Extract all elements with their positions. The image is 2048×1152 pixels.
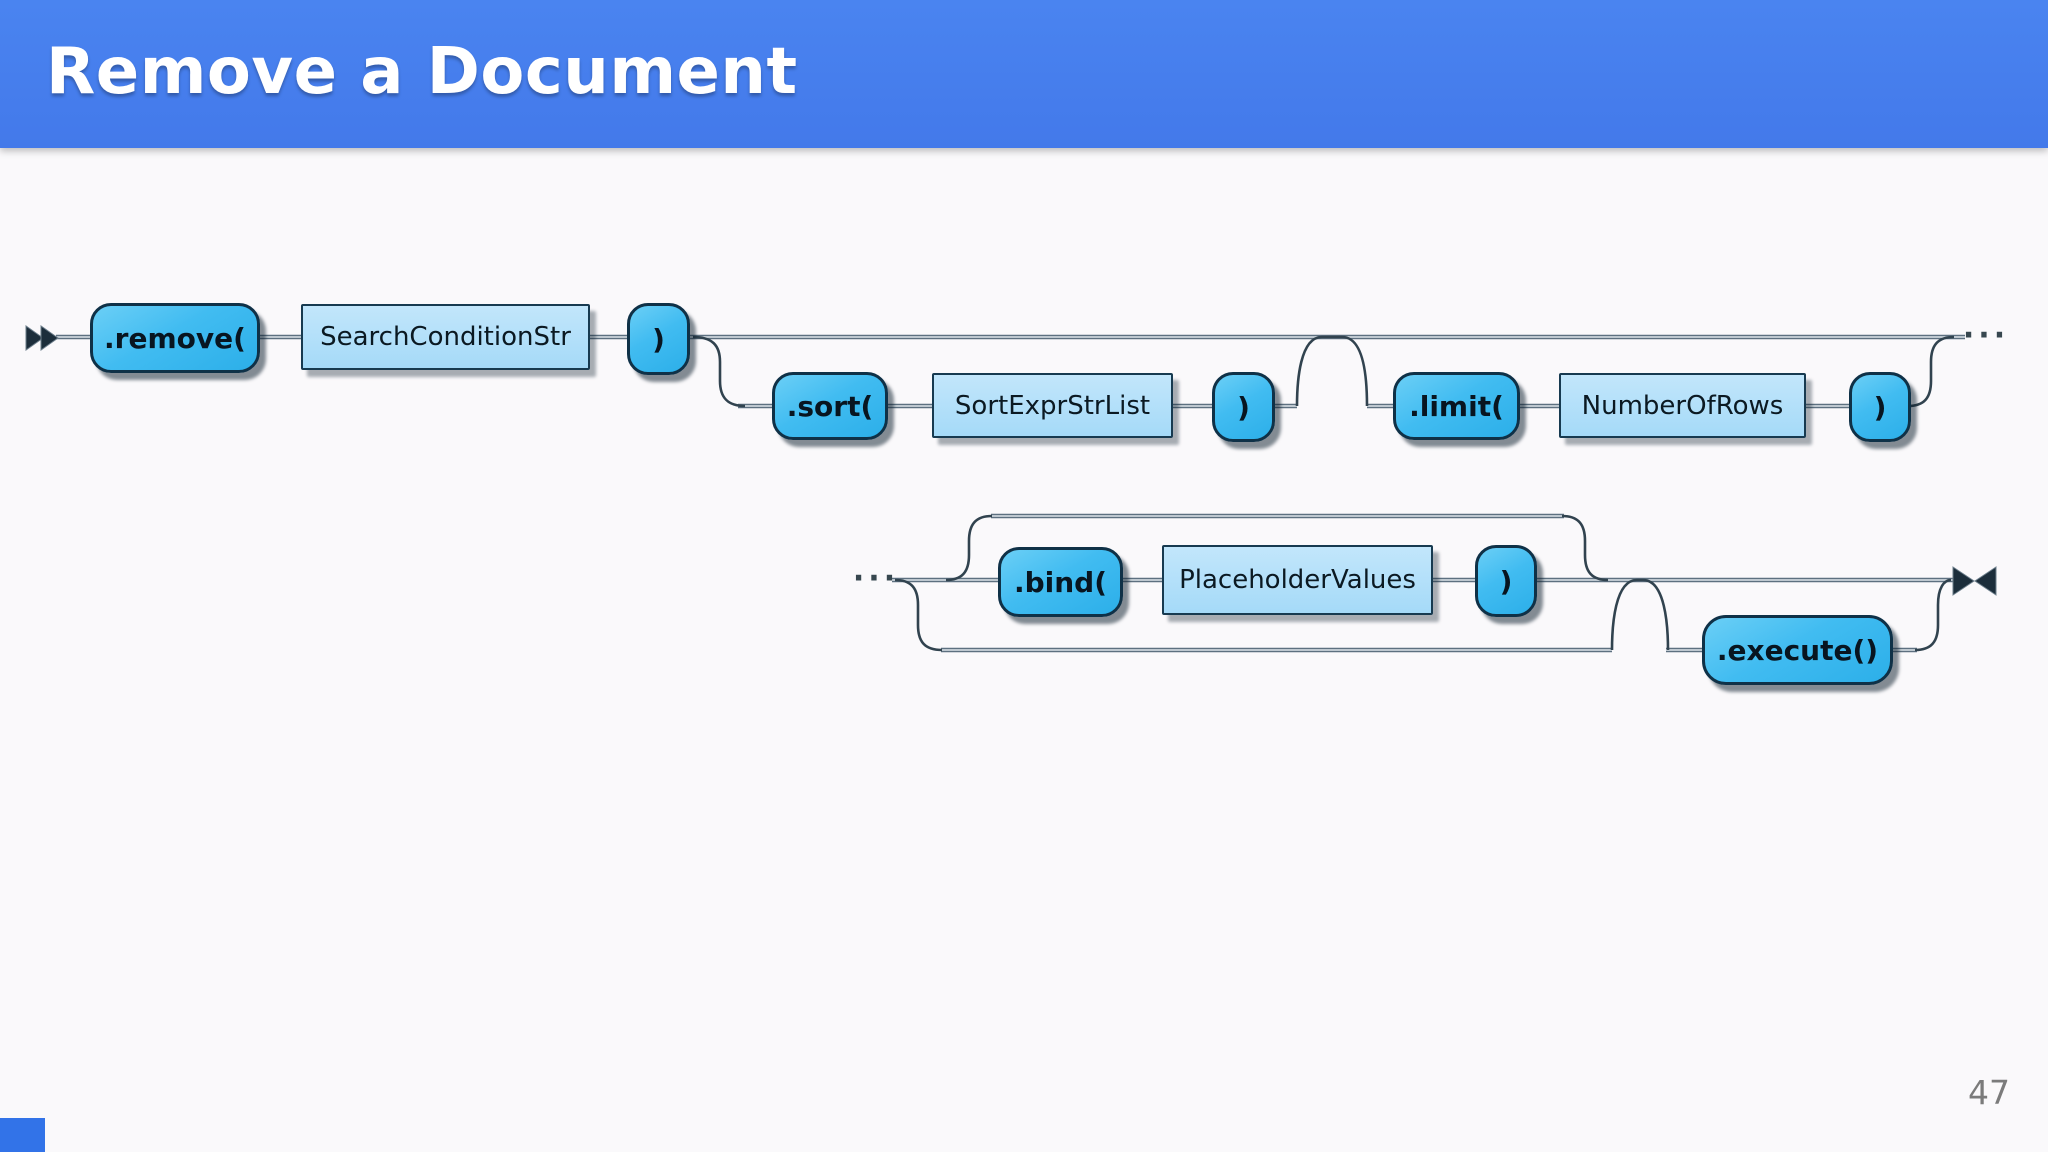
connectors bbox=[692, 335, 1955, 652]
nonterminal-placeholder-values: PlaceholderValues bbox=[1162, 545, 1433, 615]
terminal-close-paren-limit: ) bbox=[1849, 372, 1911, 442]
continuation-dots-row2-start: ··· bbox=[852, 561, 900, 596]
terminal-bind: .bind( bbox=[998, 547, 1123, 617]
page-title: Remove a Document bbox=[46, 35, 798, 109]
corner-accent-bar bbox=[0, 1118, 45, 1152]
nonterminal-sort-expr-str-list: SortExprStrList bbox=[932, 373, 1173, 438]
end-arrow-icon bbox=[1952, 566, 1997, 596]
terminal-close-paren-sort: ) bbox=[1212, 372, 1275, 442]
terminal-sort: .sort( bbox=[772, 372, 888, 440]
nonterminal-search-condition-str: SearchConditionStr bbox=[301, 304, 590, 370]
terminal-limit: .limit( bbox=[1393, 372, 1520, 440]
terminal-close-paren-bind: ) bbox=[1475, 545, 1537, 617]
terminal-close-paren-remove: ) bbox=[627, 303, 690, 375]
terminal-remove: .remove( bbox=[90, 303, 260, 373]
page-number: 47 bbox=[1968, 1073, 2010, 1112]
nonterminal-number-of-rows: NumberOfRows bbox=[1559, 373, 1806, 438]
terminal-execute: .execute() bbox=[1702, 615, 1893, 685]
start-arrow-icon bbox=[25, 325, 59, 351]
slide-header: Remove a Document bbox=[0, 0, 2048, 148]
continuation-dots-row1-end: ··· bbox=[1962, 318, 2010, 353]
